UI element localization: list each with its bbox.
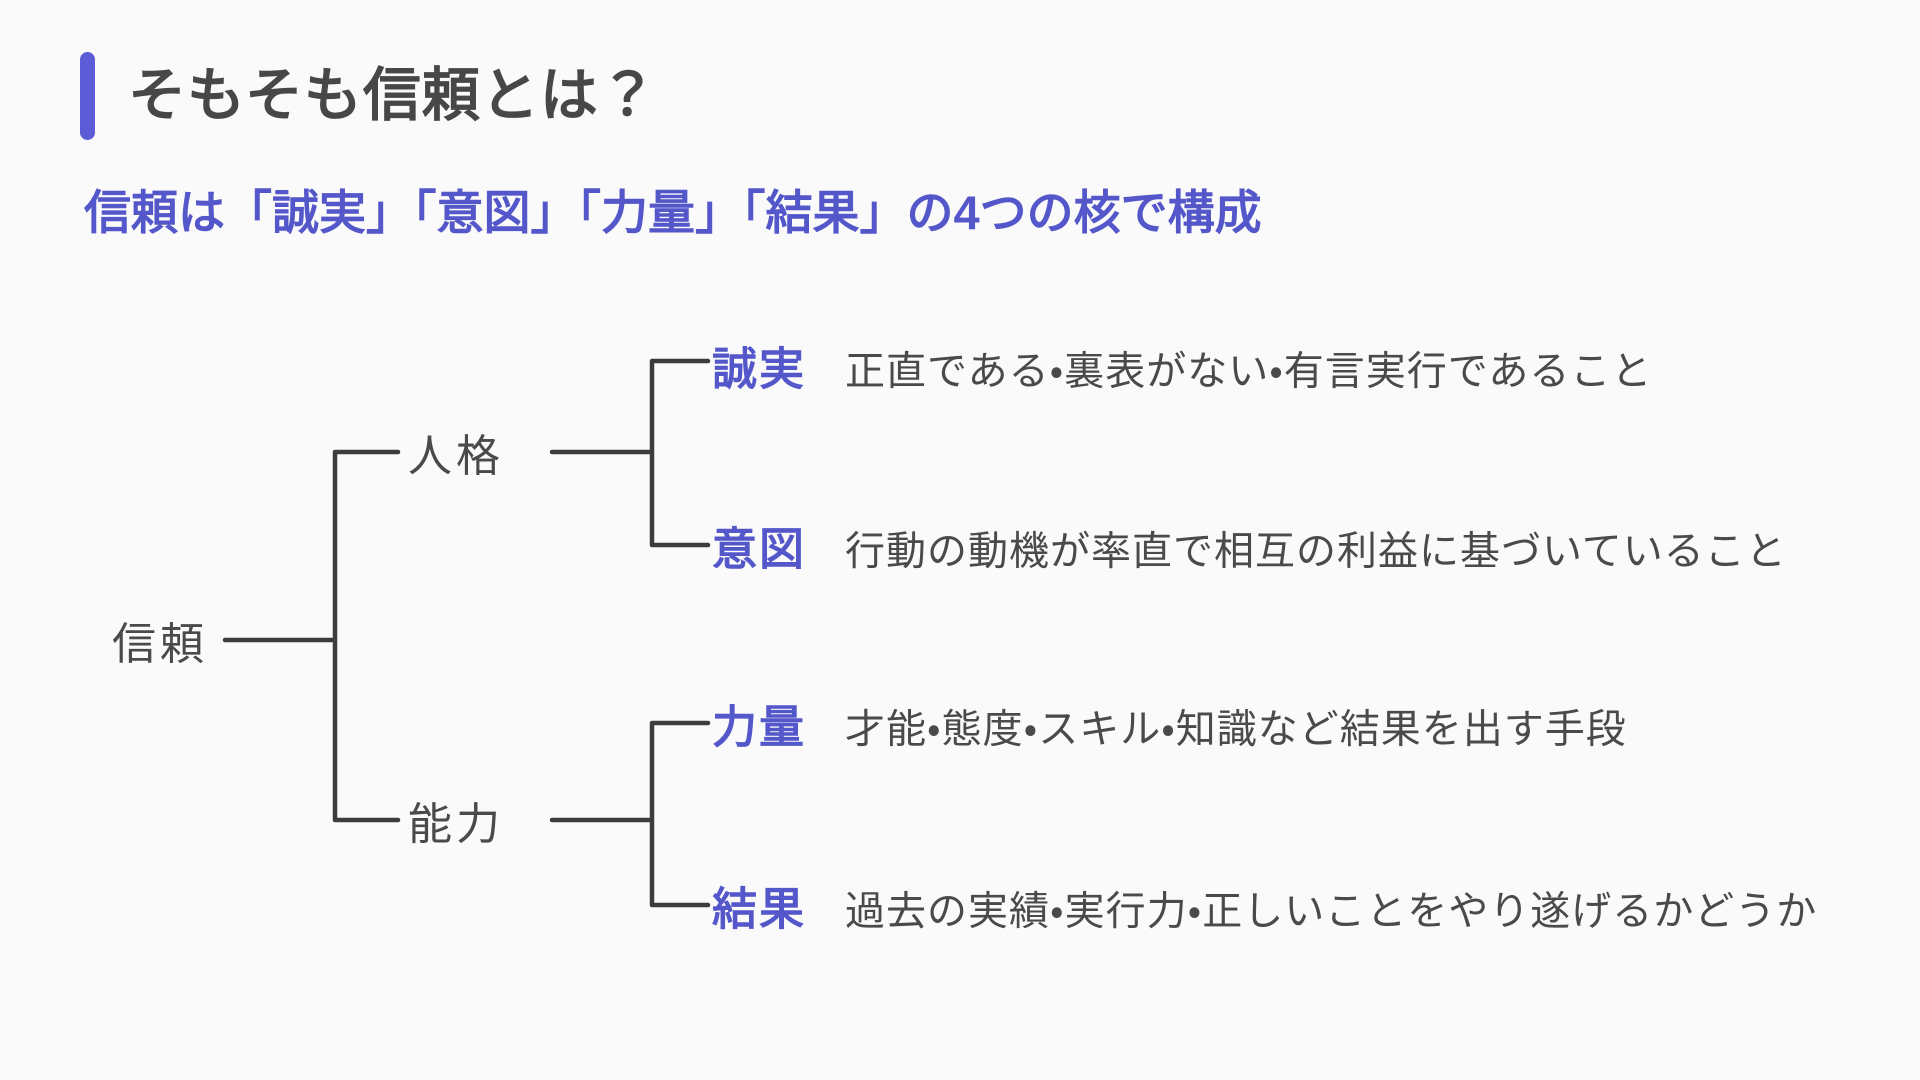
page-title: そもそも信頼とは？ [128,63,658,128]
tree-branch-label-competence: 能力 [408,800,504,849]
leaf-keyword-capabilities: 力量 [712,701,807,753]
tree-leaf-capabilities: 力量 才能・態度・スキル・知識など結果を出す手段 [712,691,1627,756]
leaf-description-capabilities: 才能・態度・スキル・知識など結果を出す手段 [845,707,1627,752]
leaf-description-intent: 行動の動機が率直で相互の利益に基づいていること [845,529,1787,574]
tree-leaf-intent: 意図 行動の動機が率直で相互の利益に基づいていること [712,513,1787,578]
leaf-description-integrity: 正直である・裏表がない・有言実行であること [845,349,1653,394]
leaf-description-results: 過去の実績・実行力・正しいことをやり遂げるかどうか [845,889,1818,934]
tree-leaf-integrity: 誠実 正直である・裏表がない・有言実行であること [712,333,1652,398]
subtitle: 信頼は「誠実」「意図」「力量」「結果」の4つの核で構成 [84,186,1262,239]
tree-leaf-results: 結果 過去の実績・実行力・正しいことをやり遂げるかどうか [712,873,1817,938]
title-accent-bar [80,52,95,140]
tree-root-label-trust: 信頼 [112,620,208,669]
leaf-keyword-intent: 意図 [712,523,807,575]
leaf-keyword-results: 結果 [712,883,807,935]
leaf-keyword-integrity: 誠実 [712,343,807,395]
tree-connector-path [222,358,711,908]
tree-branch-label-character: 人格 [408,432,504,481]
